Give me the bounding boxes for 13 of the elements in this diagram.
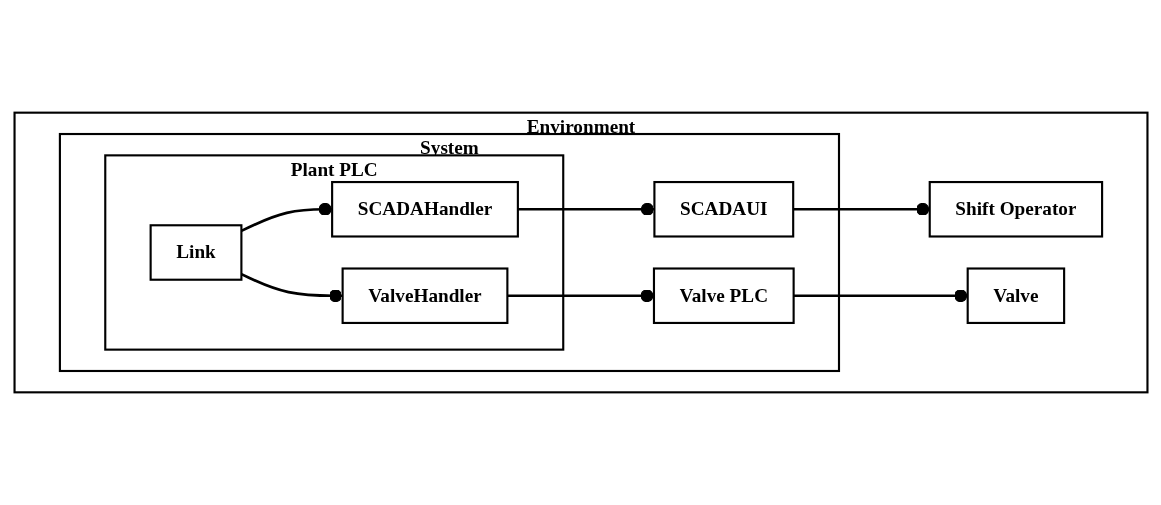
node-box: SCADAHandler — [330, 181, 519, 238]
node-box: Valve — [966, 267, 1065, 324]
connector — [240, 202, 332, 233]
node-box: ValveHandler — [341, 267, 508, 324]
connector — [240, 272, 343, 303]
connector — [793, 289, 968, 303]
node-box: SCADAUI — [652, 181, 794, 238]
connector — [517, 202, 654, 216]
node-box: Link — [149, 224, 242, 281]
node-box: Valve PLC — [652, 267, 795, 324]
connector — [506, 289, 654, 303]
connector — [792, 202, 930, 216]
node-box: Shift Operator — [928, 181, 1103, 238]
